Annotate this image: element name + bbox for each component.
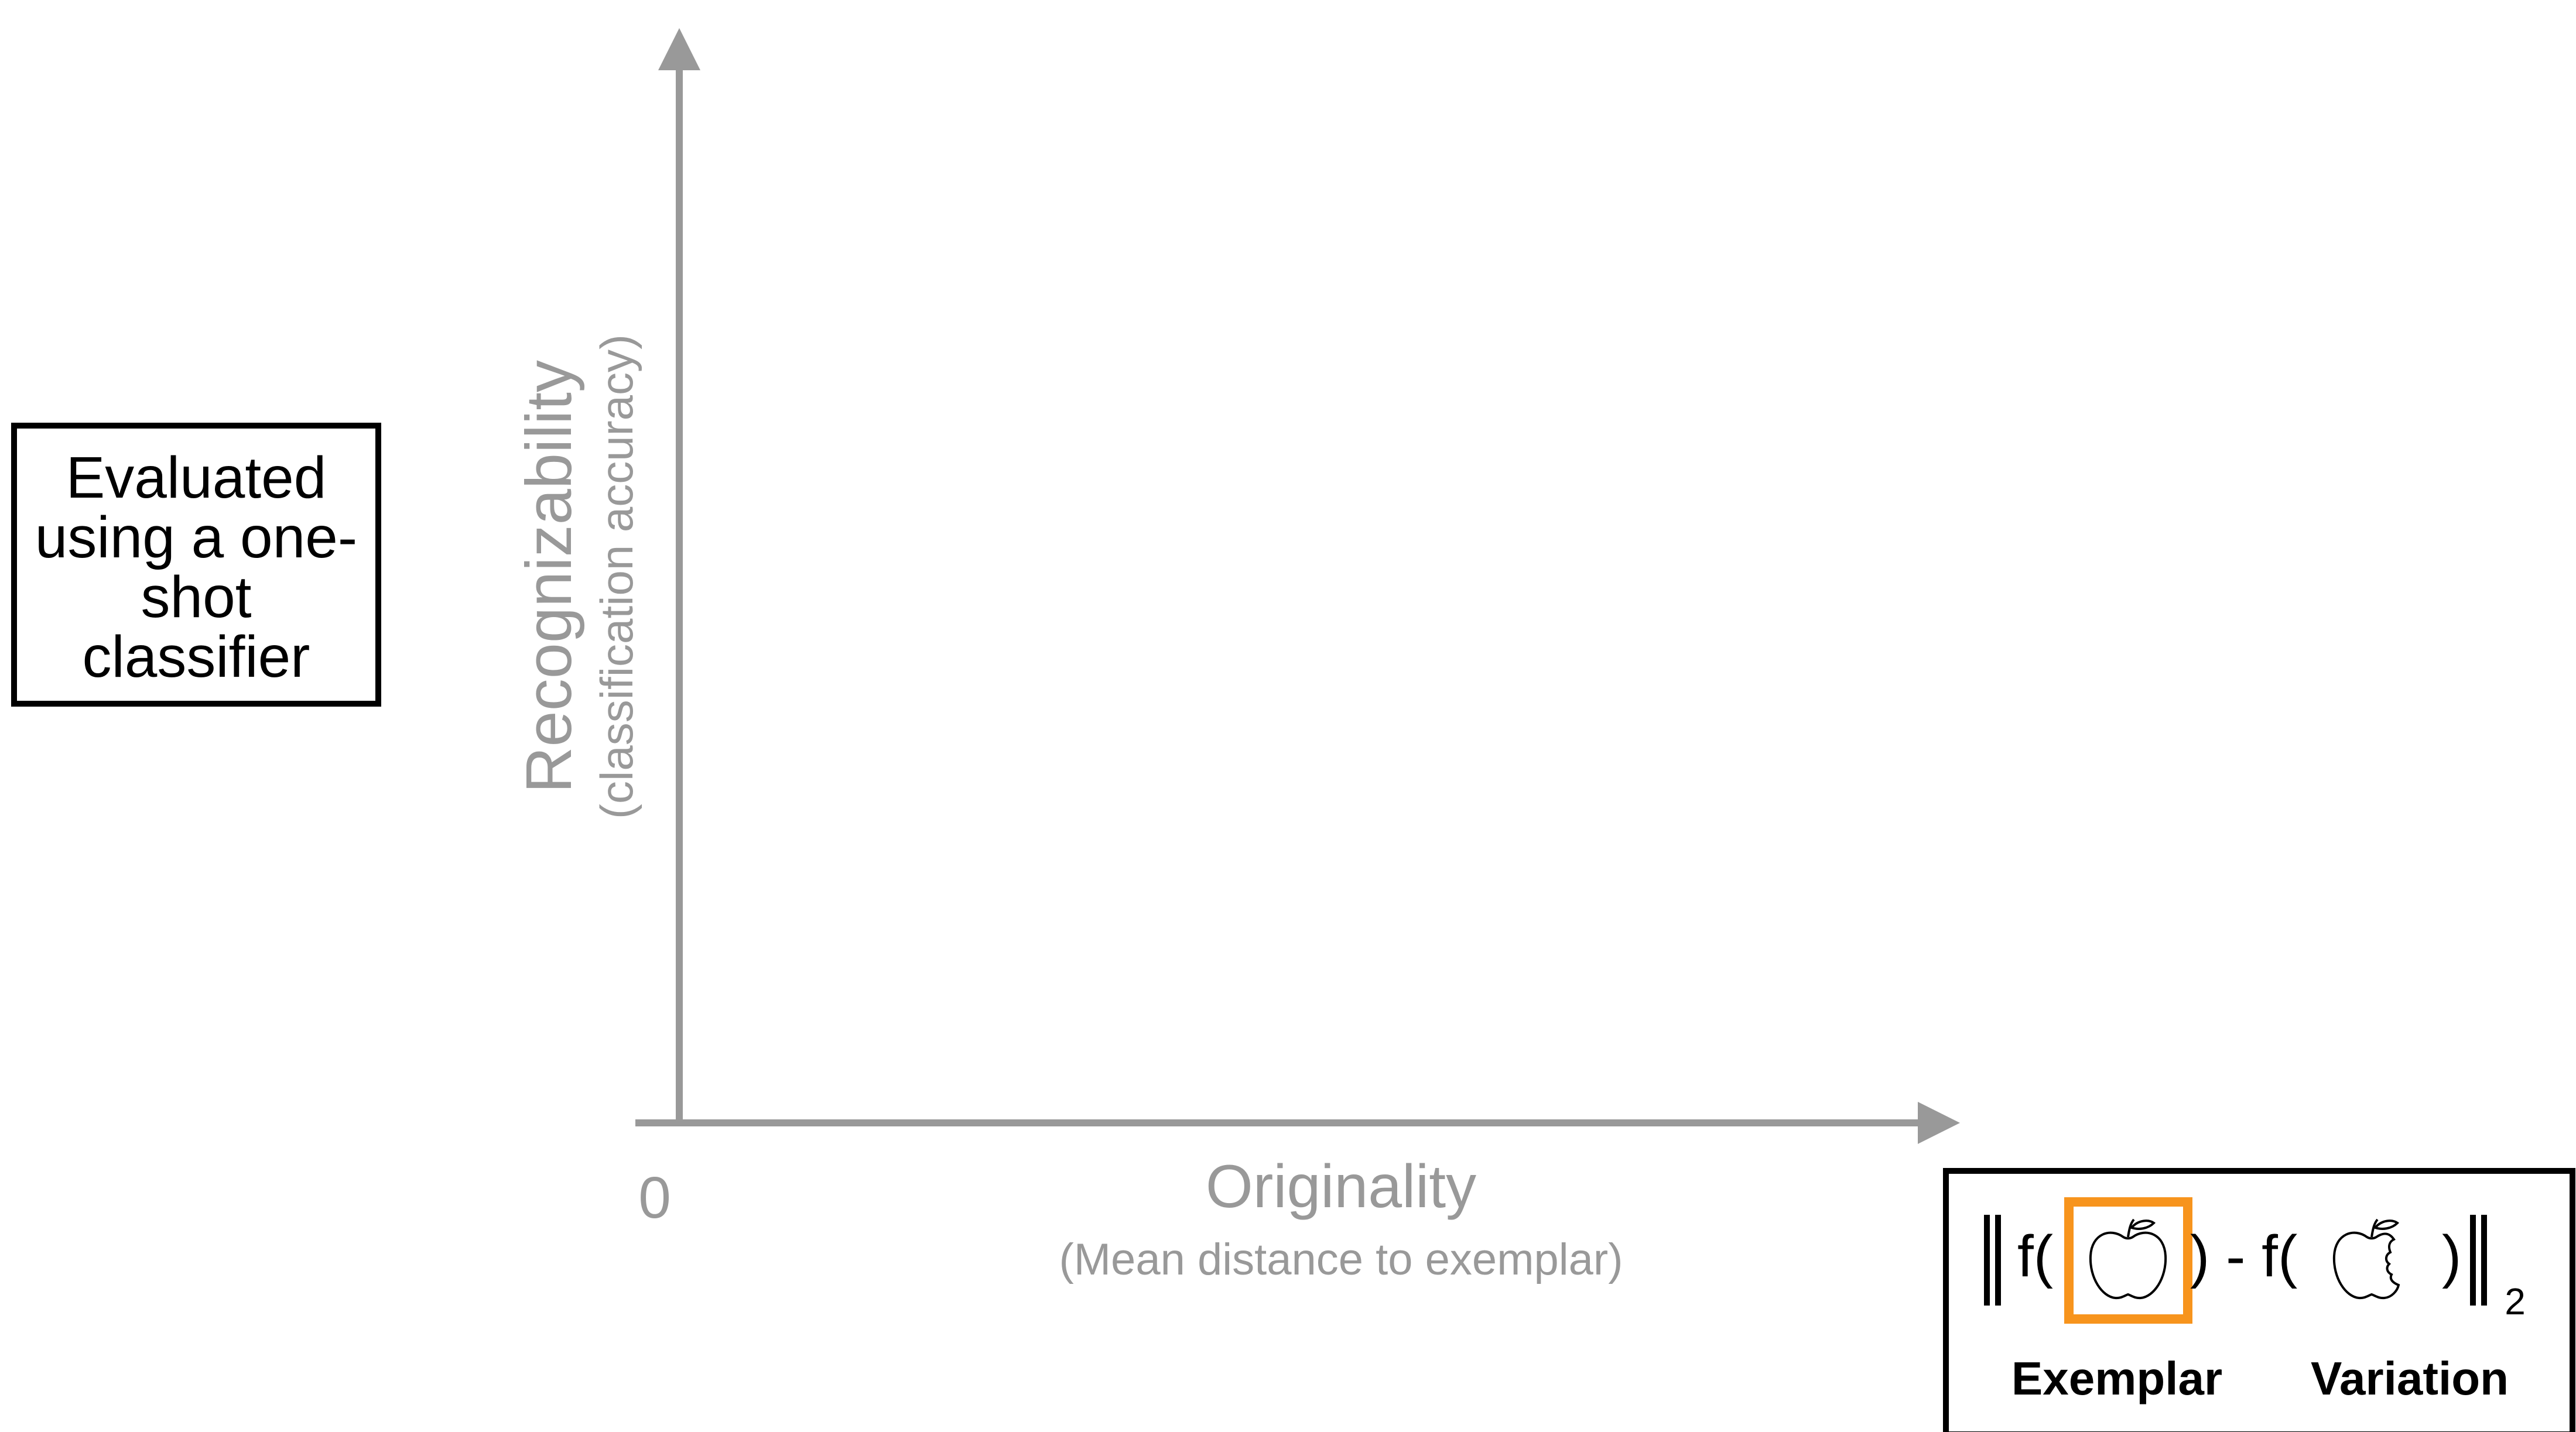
y-axis-subtitle: (classification accuracy)	[591, 334, 642, 819]
bitten-apple-icon	[2332, 1218, 2400, 1300]
origin-label: 0	[638, 1165, 671, 1231]
distance-formula-box: f( ) - f( ) 2 Exemplar Variation	[1943, 1168, 2575, 1432]
formula-close-2: )	[2442, 1224, 2461, 1289]
evaluation-note-box: Evaluated using a one- shot classifier	[11, 423, 381, 707]
exemplar-highlight-box	[2064, 1197, 2192, 1324]
evaluation-note-line-2: using a one-	[35, 505, 357, 570]
x-axis-title: Originality	[1206, 1153, 1476, 1221]
evaluation-note-line-1: Evaluated	[66, 445, 327, 511]
evaluation-note-line-3: shot	[141, 564, 251, 630]
norm-subscript: 2	[2505, 1280, 2526, 1323]
exemplar-label: Exemplar	[2011, 1352, 2222, 1404]
variation-label: Variation	[2311, 1352, 2509, 1404]
apple-icon	[2089, 1218, 2167, 1300]
formula-f-open-1: f(	[2017, 1224, 2053, 1289]
evaluation-note-line-4: classifier	[83, 624, 310, 690]
x-axis-subtitle: (Mean distance to exemplar)	[1059, 1235, 1623, 1284]
formula-close-minus-f: ) - f(	[2190, 1224, 2297, 1289]
y-axis-title: Recognizability	[513, 360, 585, 793]
